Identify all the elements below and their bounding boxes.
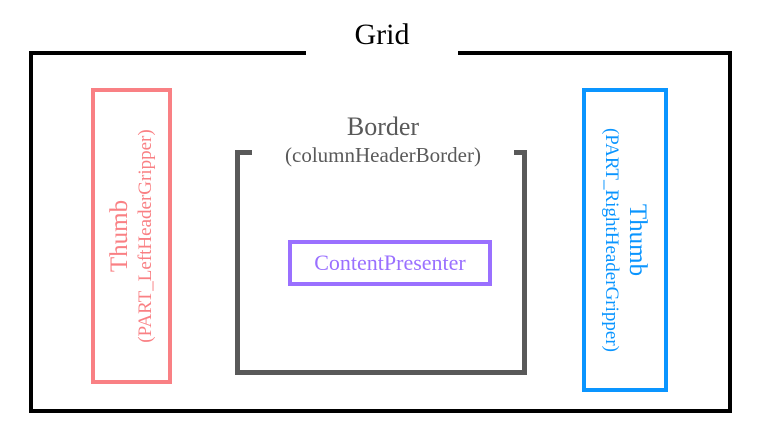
grid-title-label: Grid <box>354 18 410 51</box>
right-thumb-part-label: (PART_RightHeaderGripper) <box>601 127 622 352</box>
border-title-gap <box>252 144 514 162</box>
left-thumb-part-label: (PART_LeftHeaderGripper) <box>134 129 156 343</box>
left-header-gripper-thumb[interactable]: Thumb (PART_LeftHeaderGripper) <box>91 88 172 384</box>
left-thumb-text-group: Thumb (PART_LeftHeaderGripper) <box>106 88 158 384</box>
border-title-group: Border (columnHeaderBorder) <box>238 112 528 168</box>
border-type-label: Border <box>346 112 420 141</box>
content-presenter-label: ContentPresenter <box>314 250 466 275</box>
right-thumb-type-label: Thumb <box>624 203 651 277</box>
grid-title-gap <box>306 43 458 61</box>
right-thumb-text-group: Thumb (PART_RightHeaderGripper) <box>599 88 651 392</box>
left-thumb-type-label: Thumb <box>105 199 133 273</box>
border-part-label: (columnHeaderBorder) <box>285 143 481 167</box>
content-presenter-box: ContentPresenter <box>288 240 492 286</box>
right-header-gripper-thumb[interactable]: Thumb (PART_RightHeaderGripper) <box>582 88 668 392</box>
